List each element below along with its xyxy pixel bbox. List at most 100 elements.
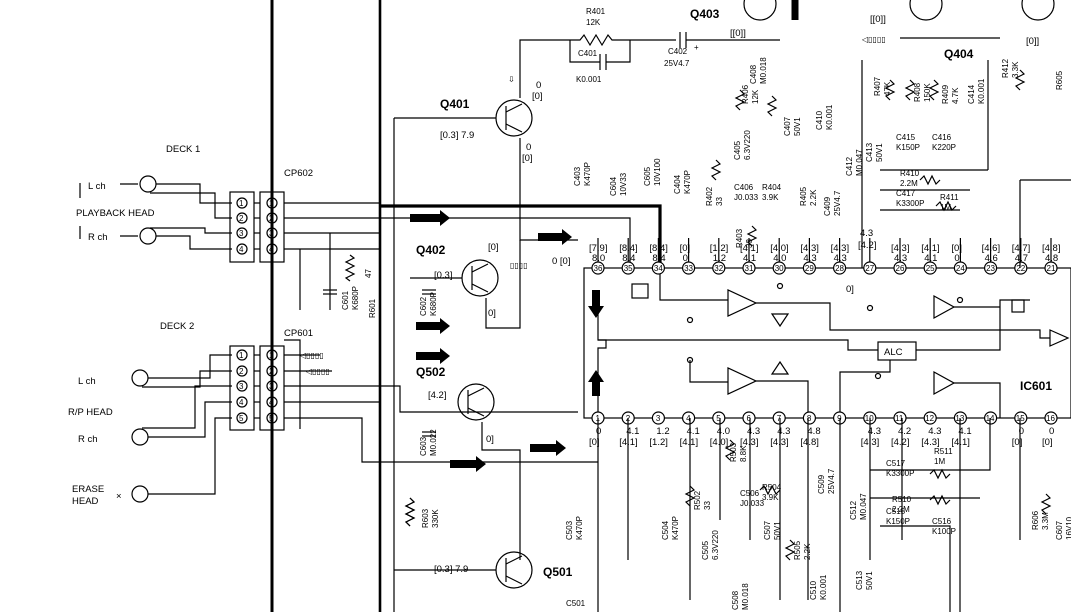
ic-top-pin-number: 34 [654, 264, 663, 273]
c414-ref: C414 [967, 84, 976, 104]
q402-transistor-icon [461, 259, 499, 297]
deck2-rch-head-icon [131, 428, 149, 446]
ic-bottom-pin-voltage2: [0] [1012, 437, 1023, 448]
ic-bottom-pin-voltage: 4.1 [958, 426, 971, 437]
q403-bias: [[0]] [730, 28, 746, 39]
r405-value: 2.2K [809, 189, 818, 206]
ic-bottom-pin-voltage: 0 [1019, 426, 1024, 437]
ic-bottom-pin-voltage: 4.3 [928, 426, 941, 437]
r404-ref: R404 [762, 183, 782, 192]
ic601-top-pins: 36[7.9]8.035[8.4]8.434[8.4]8.433[0]032[1… [589, 238, 1061, 275]
c601-value: K680P [351, 286, 360, 310]
c607-value: 16V10 [1065, 516, 1071, 540]
ic-top-pin-voltage2: 4.0 [773, 253, 786, 264]
ic-bottom-pin-number: 16 [1046, 414, 1055, 423]
c602-ref: C602 [419, 296, 428, 316]
ic-bottom-pin-number: 3 [656, 414, 661, 423]
c406-ref: C406 [734, 183, 754, 192]
c410-ref: C410 [815, 110, 824, 130]
q401-emitter-v: 0 [536, 80, 541, 91]
c408-value: M0.018 [759, 57, 768, 84]
q502-v-bottom: 0] [486, 434, 494, 445]
cp602-label: CP602 [284, 168, 313, 179]
q401-emitter-v2: [0] [532, 91, 543, 102]
c515-ref: C515 [886, 507, 906, 516]
svg-text:3: 3 [269, 229, 274, 238]
wire [156, 235, 232, 250]
upper-resistors [710, 69, 1026, 247]
c413-ref: C413 [865, 142, 874, 162]
ic-top-pin-number: 24 [956, 264, 965, 273]
r505-ref: R505 [793, 540, 802, 560]
c602-value: K680P [429, 292, 438, 316]
ic-top-pin-number: 21 [1047, 264, 1056, 273]
r405-ref: R405 [799, 186, 808, 206]
r601-ref: R601 [368, 298, 377, 318]
ic-top-pin-voltage2: 4.3 [834, 253, 847, 264]
ic-bottom-pin-voltage: 4.2 [898, 426, 911, 437]
r412-ref: R412 [1001, 58, 1010, 78]
opamp-edge-icon [1049, 329, 1070, 347]
r603-value: 330K [431, 509, 440, 528]
ic-top-pin-number: 36 [594, 264, 603, 273]
c507-ref: C507 [763, 520, 772, 540]
r511-value: 1M [934, 457, 945, 466]
c401-ref: C401 [578, 49, 598, 58]
svg-text:2: 2 [239, 214, 244, 223]
deck1-lch-label: L ch [88, 181, 106, 192]
ic-bottom-pin-5 [712, 411, 726, 425]
r401-value: 12K [586, 18, 601, 27]
ic-top-pin-voltage2: 0 [954, 253, 959, 264]
ic-bottom-pin-number: 11 [895, 414, 904, 423]
ic-switch-box-right [1011, 299, 1025, 313]
svg-text:1: 1 [239, 351, 244, 360]
ic-top-pin-number: 30 [775, 264, 784, 273]
ic-bottom-pin-voltage: 4.1 [687, 426, 700, 437]
ic-top-pin-voltage2: 8.4 [652, 253, 665, 264]
q404-transistor-icon [909, 0, 943, 21]
ic-bottom-pin-voltage2: [4.2] [891, 437, 910, 448]
ic-bottom-pin-8 [802, 411, 817, 425]
ic-bottom-pin-voltage2: [0] [589, 437, 600, 448]
svg-text:1: 1 [269, 199, 274, 208]
q403-label: Q403 [690, 7, 720, 21]
q502-transistor-icon [457, 383, 495, 421]
r510-value: 2.2M [892, 505, 910, 514]
node-label-43: 4.3 [860, 228, 873, 239]
ic-top-pin-voltage: [0] [680, 243, 691, 254]
q401-transistor-icon [495, 99, 533, 137]
c507-value: 50V1 [773, 521, 782, 540]
r504-value: 3.9K [762, 493, 779, 502]
ic-top-pin-number: 35 [624, 264, 633, 273]
r410-ref: R410 [900, 169, 920, 178]
r606-ref: R606 [1031, 510, 1040, 530]
cp601-pins: 1 2 3 4 5 1 2 3 4 5 [236, 349, 278, 424]
q402-v-top: [0] [488, 242, 499, 253]
q404-arrow-mark: ◁▯▯▯▯ [861, 35, 886, 44]
ic-top-pin-voltage2: 4.8 [1045, 253, 1058, 264]
c604-value: 10V33 [619, 172, 628, 196]
c416-value: K220P [932, 143, 956, 152]
deck2-rch-label: R ch [78, 434, 98, 445]
c401-value: K0.001 [576, 75, 602, 84]
cp601-label: CP601 [284, 328, 313, 339]
r502-value: 33 [703, 501, 712, 510]
c605-value: 10V100 [653, 158, 662, 186]
ic-top-pin-voltage2: 0 [683, 253, 688, 264]
ic-bottom-pin-voltage2: [4.1] [951, 437, 970, 448]
c510-value: K0.001 [819, 574, 828, 600]
ic-bottom-pin-voltage: 0 [596, 426, 601, 437]
c405-value: 6.3V220 [743, 130, 752, 160]
c415-ref: C415 [896, 133, 916, 142]
ic-top-pin-number: 26 [896, 264, 905, 273]
ic-top-pin-number: 32 [714, 264, 723, 273]
ic-bottom-pin-voltage: 1.2 [656, 426, 669, 437]
r402-ref: R402 [705, 186, 714, 206]
svg-text:3: 3 [239, 229, 244, 238]
opamp-upper-icon [727, 289, 758, 317]
c409-ref: C409 [823, 196, 832, 216]
r409-ref: R409 [941, 84, 950, 104]
cp601-left-block [229, 345, 255, 431]
c407-ref: C407 [783, 116, 792, 136]
